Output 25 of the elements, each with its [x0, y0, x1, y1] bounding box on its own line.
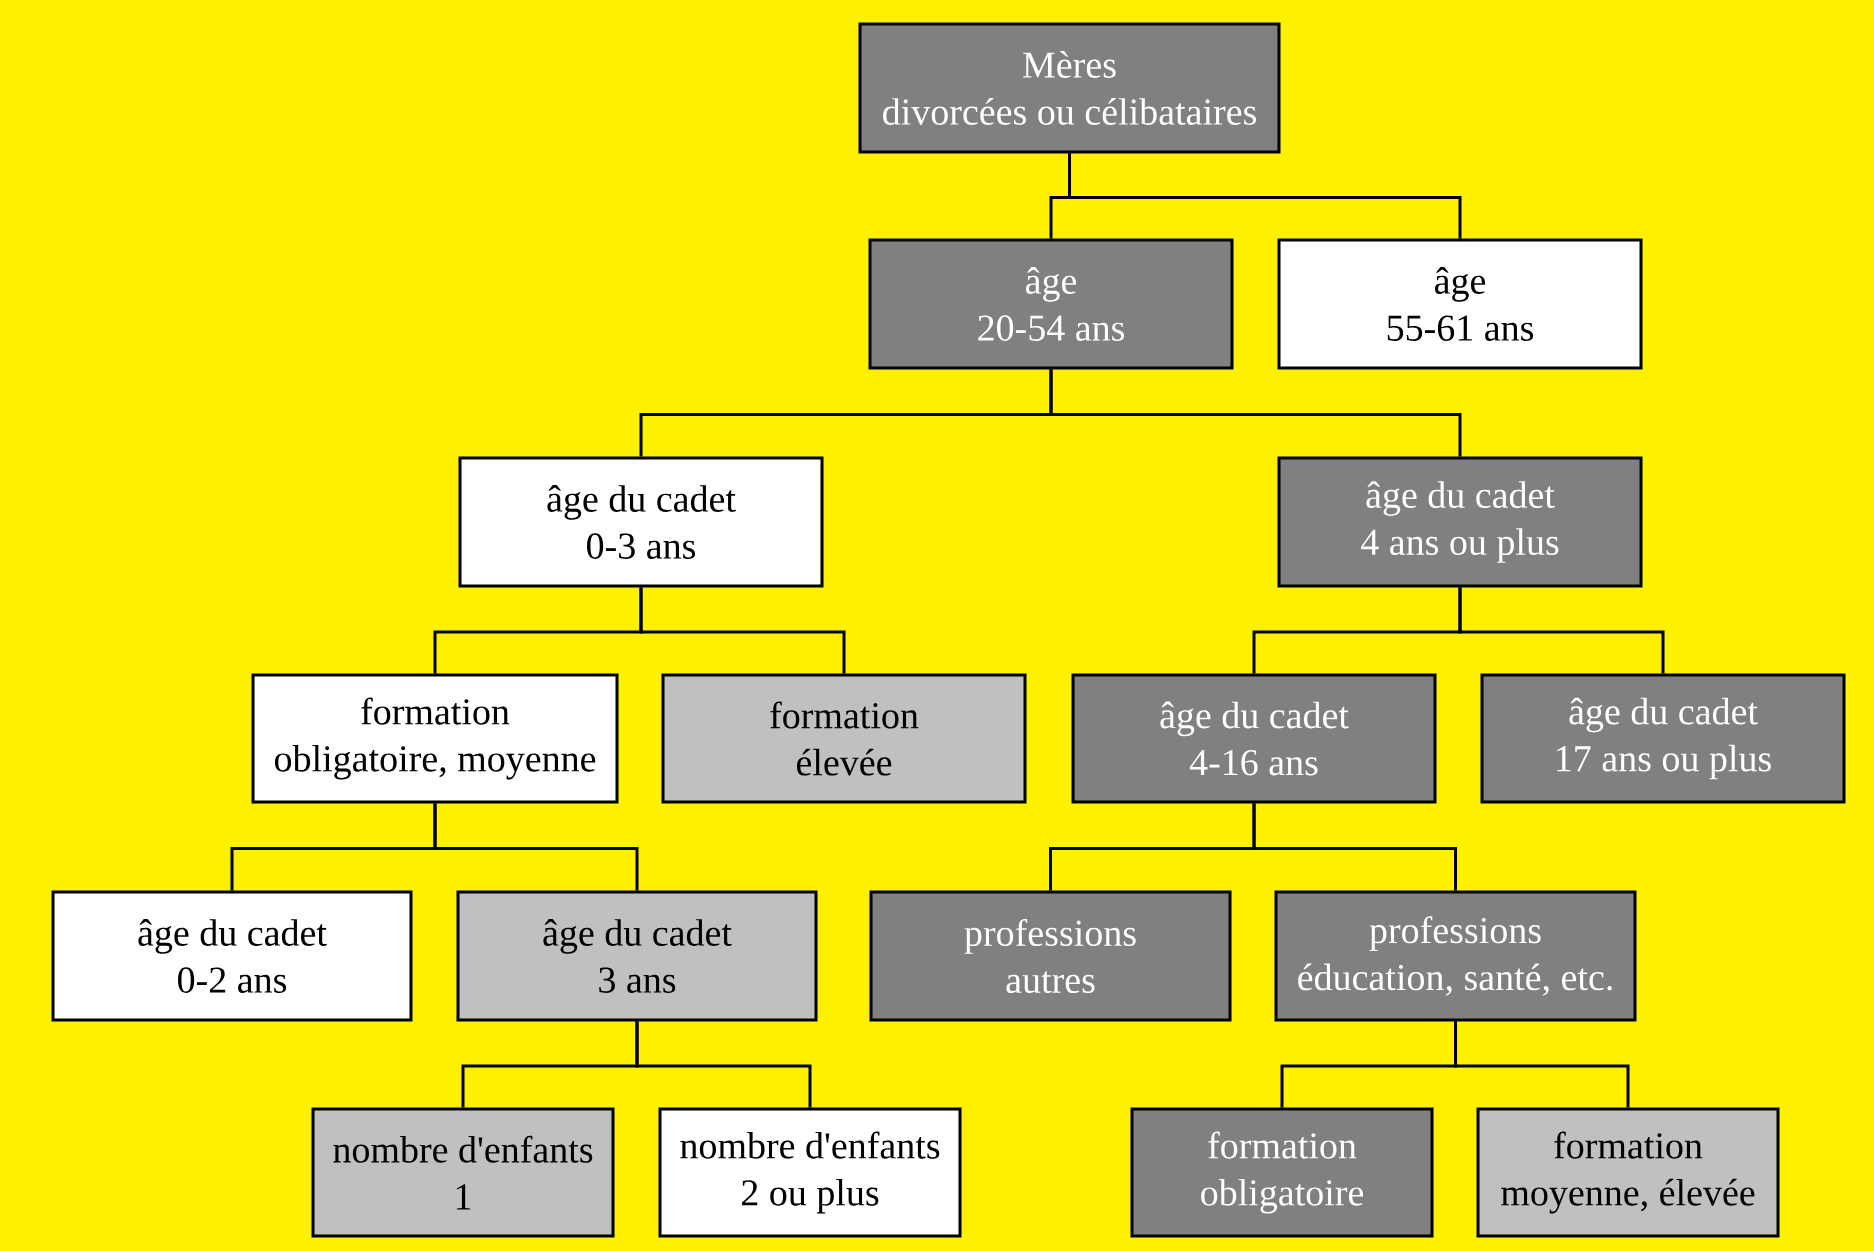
tree-box: nombre d'enfants 1 [311, 1107, 615, 1238]
connector [1049, 369, 1462, 457]
tree-box: formation obligatoire [1130, 1107, 1434, 1238]
connector [1454, 1021, 1630, 1108]
connector [1068, 153, 1462, 239]
tree-box: Mères divorcées ou célibataires [858, 22, 1281, 154]
connector [433, 803, 639, 891]
tree-box: formation obligatoire, moyenne [251, 673, 619, 804]
tree-box: formation moyenne, élevée [1476, 1107, 1780, 1238]
tree-box: âge du cadet 17 ans ou plus [1480, 673, 1846, 804]
tree-box: âge 55-61 ans [1277, 238, 1643, 370]
tree-box: formation élevée [661, 673, 1027, 804]
tree-box: âge du cadet 4 ans ou plus [1277, 456, 1643, 588]
connector [1252, 803, 1457, 891]
connector [1458, 587, 1665, 674]
tree-box: professions autres [869, 890, 1232, 1022]
tree-box: âge 20-54 ans [868, 238, 1234, 370]
connector [639, 587, 846, 674]
tree-box: âge du cadet 4-16 ans [1071, 673, 1437, 804]
tree-box: âge du cadet 0-3 ans [458, 456, 824, 588]
tree-box: âge du cadet 3 ans [456, 890, 818, 1022]
tree-box: professions éducation, santé, etc. [1274, 890, 1637, 1022]
connector [635, 1021, 812, 1108]
tree-box: nombre d'enfants 2 ou plus [658, 1107, 962, 1238]
tree-box: âge du cadet 0-2 ans [51, 890, 413, 1022]
